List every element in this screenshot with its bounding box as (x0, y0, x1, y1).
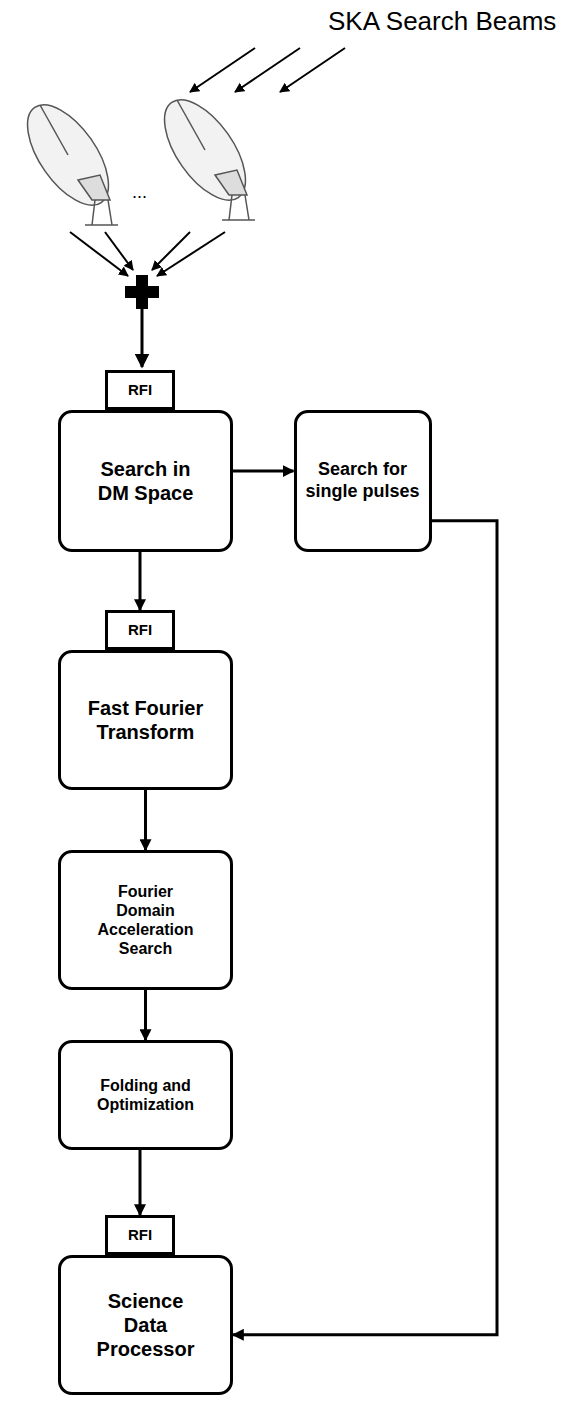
node-text: Science Data Processor (86, 1289, 206, 1361)
process-box: Science Data Processor (58, 1255, 233, 1395)
process-box: Fast Fourier Transform (58, 650, 233, 790)
signal-arrow (141, 309, 144, 367)
node-text: Search for single pulses (304, 459, 422, 502)
flow-arrow (139, 552, 142, 610)
figure-title-label: SKA Search Beams (328, 6, 556, 37)
signal-arrow (70, 232, 225, 276)
process-box: Search for single pulses (294, 410, 432, 552)
ellipsis-label: ... (132, 182, 147, 203)
flow-arrow (144, 790, 147, 850)
rfi-filter-box: RFI (105, 370, 175, 410)
sum-symbol (125, 275, 159, 309)
dish-antenna (149, 86, 261, 220)
node-text: Fourier Domain Acceleration Search (93, 882, 198, 959)
node-text: Search in DM Space (86, 457, 206, 505)
beam-arrow (190, 48, 345, 92)
flow-arrow (139, 1150, 142, 1215)
dish-antenna (12, 91, 124, 225)
rfi-filter-box: RFI (105, 1215, 175, 1255)
node-text: RFI (128, 621, 152, 639)
node-text: Fast Fourier Transform (86, 696, 206, 744)
node-text: Folding and Optimization (93, 1076, 198, 1114)
flow-arrow (233, 521, 497, 1335)
flow-arrow (144, 990, 147, 1040)
node-text: RFI (128, 381, 152, 399)
process-box: Search in DM Space (58, 410, 233, 552)
rfi-filter-box: RFI (105, 610, 175, 650)
process-box: Folding and Optimization (58, 1040, 233, 1150)
process-box: Fourier Domain Acceleration Search (58, 850, 233, 990)
node-text: RFI (128, 1226, 152, 1244)
flow-arrow (233, 470, 294, 473)
